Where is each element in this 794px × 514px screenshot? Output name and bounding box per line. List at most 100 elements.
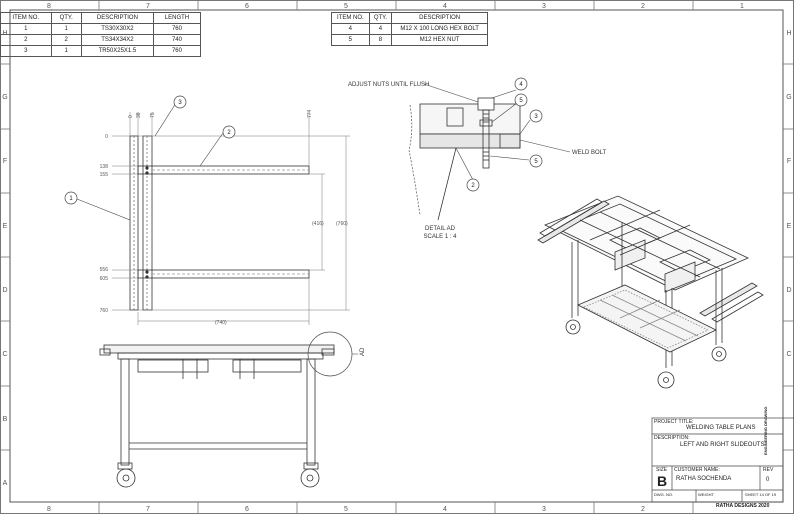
zone-row-left-a: A [3,480,8,487]
bom1-cell: 1 [50,45,82,57]
table-row: 1 1 TS30X30X2 760 [0,23,202,35]
bom2-header-qty: QTY. [368,12,393,24]
zone-col-top-4: 4 [443,3,447,10]
bom1-cell: 1 [50,23,82,35]
zone-col-bottom-4: 4 [443,506,447,513]
detail-balloon-5b [529,154,543,168]
zone-col-bottom-2: 2 [641,506,645,513]
bom-table-main: ITEM NO. QTY. DESCRIPTION LENGTH 1 1 TS3… [0,12,202,57]
detail-balloon-5a [514,93,528,107]
table-row: 5 8 M12 HEX NUT [331,34,488,46]
plan-view [76,102,350,325]
bom1-header-item: ITEM NO. [0,12,52,24]
zone-row-right-h: H [786,30,791,37]
bom1-cell: 760 [152,45,202,57]
dim-left-605: 605 [100,276,109,282]
detail-balloon-2 [466,178,480,192]
zone-row-left-e: E [3,223,8,230]
zone-col-top-5: 5 [344,3,348,10]
zone-col-top-7: 7 [146,3,150,10]
detail-scale: SCALE 1 : 4 [423,234,457,240]
bom1-cell: 760 [152,23,202,35]
dim-left-760: 760 [100,308,109,314]
weight-label: WEIGHT [698,492,714,497]
zone-row-right-e: E [787,223,792,230]
bom1-cell: 1 [0,23,52,35]
table-row: 3 1 TR50X25X1.5 760 [0,45,202,57]
table-row: 2 2 TS34X34X2 740 [0,34,202,46]
drawing-description: LEFT AND RIGHT SLIDEOUTS [680,442,765,448]
dim-left-155: 155 [100,172,109,178]
bom2-cell: 4 [368,23,393,35]
zone-row-right-g: G [786,94,791,101]
plan-balloon-1 [64,191,78,205]
title-block [651,417,794,503]
size-label: SIZE [656,467,668,473]
bom2-header-desc: DESCRIPTION [391,12,488,24]
zone-col-bottom-7: 7 [146,506,150,513]
detail-balloon-label-3: 3 [534,114,538,120]
zone-col-top-6: 6 [245,3,249,10]
detail-ad [408,83,571,221]
zone-row-right-d: D [786,287,791,294]
customer-name: RATHA SOCHENDA [676,476,732,482]
rev-label: REV [763,467,774,473]
plan-balloon-2 [222,125,236,139]
front-view [99,331,358,488]
bom1-cell: 740 [152,34,202,46]
dim-outer: (760) [336,221,348,227]
plan-balloon-label-3: 3 [178,100,182,106]
zone-row-right-c: C [786,351,791,358]
zone-col-top-1: 1 [740,3,744,10]
detail-title: DETAIL AD [425,226,456,232]
bom2-header-item: ITEM NO. [331,12,370,24]
detail-balloon-label-5a: 5 [519,98,523,104]
zone-row-left-f: F [3,158,7,165]
vertical-label: ENGINEERING DRAWING [763,406,768,455]
detail-balloon-label-5b: 5 [534,159,538,165]
dim-top-0: 0 [128,115,134,118]
zone-col-bottom-5: 5 [344,506,348,513]
bom-table-hardware: ITEM NO. QTY. DESCRIPTION 4 4 M12 X 100 … [331,12,488,46]
zone-col-bottom-3: 3 [542,506,546,513]
zone-col-bottom-8: 8 [47,506,51,513]
bom1-cell: 2 [50,34,82,46]
bom2-cell: M12 HEX NUT [391,34,488,46]
revision: 0 [766,477,770,483]
zone-row-left-c: C [2,351,7,358]
isometric-view [537,195,764,389]
dwg-no-label: DWG. NO. [654,492,674,497]
design-credit: RATHA DESIGNS 2020 [716,503,770,509]
bom2-cell: M12 X 100 LONG HEX BOLT [391,23,488,35]
bom1-header-desc: DESCRIPTION [80,12,154,24]
bom1-header-length: LENGTH [152,12,202,24]
dim-top-75: 75 [150,112,156,118]
detail-tag: AD [360,347,366,356]
description-label: DESCRIPTION: [654,435,690,441]
weld-note: WELD BOLT [572,150,607,156]
zone-row-right-f: F [787,158,791,165]
project-label: PROJECT TITLE: [654,419,694,425]
plan-balloon-label-2: 2 [227,130,231,136]
bom1-cell: 2 [0,34,52,46]
sheet-number: SHEET 14 OF 19 [745,492,777,497]
dim-left-138: 138 [100,164,109,170]
zone-row-left-g: G [2,94,7,101]
detail-callout: ADJUST NUTS UNTIL FLUSH [348,82,429,88]
project-title: WELDING TABLE PLANS [686,425,756,431]
zone-row-left-b: B [3,416,8,423]
detail-balloon-4 [514,77,528,91]
customer-label: CUSTOMER NAME: [674,467,720,473]
bom1-cell: TS34X34X2 [80,34,154,46]
zone-col-bottom-6: 6 [245,506,249,513]
zone-col-top-2: 2 [641,3,645,10]
bom2-cell: 4 [331,23,370,35]
dim-left-556: 556 [100,267,109,273]
dim-top-38: 38 [136,112,142,118]
bom2-cell: 8 [368,34,393,46]
zone-col-top-8: 8 [47,3,51,10]
table-row: 4 4 M12 X 100 LONG HEX BOLT [331,23,488,35]
zone-row-left-d: D [2,287,7,294]
